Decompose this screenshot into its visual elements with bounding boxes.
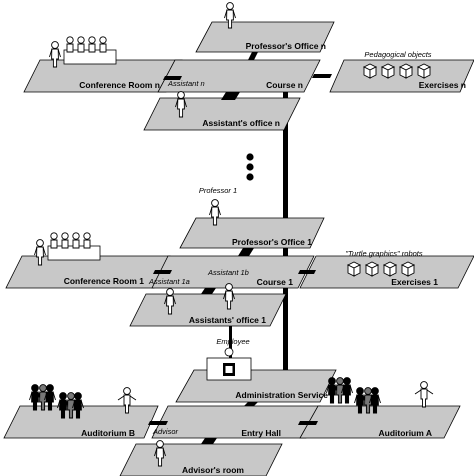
course-1-label: Course 1 (257, 277, 294, 287)
conference-room-n-label: Conference Room n (79, 80, 160, 90)
turtle-robot (401, 261, 415, 277)
professors-office-n: Professor's Office n (195, 2, 335, 53)
assistant-1b-label: Assistant 1b (207, 268, 249, 277)
exercises-1: Exercises 1 "Turtle graphics" robots (299, 249, 474, 289)
assistant-n-label: Assistant n (167, 79, 205, 88)
turtle-robot (365, 261, 379, 277)
administration-service: Administration Service Employee (175, 337, 337, 403)
exercises-n-label: Exercises n (419, 80, 466, 90)
turtle-robots-label: "Turtle graphics" robots (345, 249, 423, 258)
pedagogical-object (363, 63, 377, 79)
professors-office-1: Professor's Office 1 Professor 1 (179, 186, 325, 249)
conference-room-1: Conference Room 1 (5, 232, 171, 289)
administration-service-label: Administration Service (235, 390, 328, 400)
pedagogical-object (381, 63, 395, 79)
pedagogical-objects-label: Pedagogical objects (364, 50, 431, 59)
entry-hall-label: Entry Hall (241, 428, 281, 438)
professors-office-1-label: Professor's Office 1 (232, 237, 312, 247)
ellipsis-dots (246, 153, 254, 181)
conference-room-n: Conference Room n (23, 36, 183, 93)
connectors-top (163, 52, 332, 100)
assistants-office-1-label: Assistants' office 1 (189, 315, 266, 325)
assistants-office-n-label: Assistant's office n (202, 118, 280, 128)
auditorium-b-label: Auditorium B (81, 428, 135, 438)
advisor-label: Advisor (152, 427, 179, 436)
connectors-middle (153, 248, 316, 294)
advisors-room-label: Advisor's room (182, 465, 244, 475)
exercises-n: Exercises n Pedagogical objects (329, 50, 474, 93)
conference-room-1-label: Conference Room 1 (64, 276, 145, 286)
conference-table-n (49, 36, 117, 68)
assistants-office-1: Assistants' office 1 Assistant 1a (129, 277, 287, 327)
auditorium-a: Auditorium A (299, 377, 461, 439)
connectors-bottom (148, 402, 318, 444)
course-n-label: Course n (266, 80, 303, 90)
turtle-robot (383, 261, 397, 277)
course-n: Course n (157, 59, 321, 93)
administration-desk (206, 347, 252, 381)
exercises-1-label: Exercises 1 (391, 277, 438, 287)
professors-office-n-label: Professor's Office n (246, 41, 326, 51)
advisors-room: Advisor's room Advisor (119, 427, 283, 476)
course-1: Course 1 Assistant 1b (151, 255, 315, 289)
auditorium-a-label: Auditorium A (378, 428, 432, 438)
professor-1-label: Professor 1 (199, 186, 237, 195)
turtle-robot (347, 261, 361, 277)
employee-label: Employee (216, 337, 249, 346)
auditorium-b: Auditorium B (3, 384, 159, 439)
conference-table-1 (34, 232, 101, 266)
pedagogical-object (417, 63, 431, 79)
pedagogical-object (399, 63, 413, 79)
assistants-office-n: Assistant's office n Assistant n (143, 79, 301, 131)
assistant-1a-label: Assistant 1a (148, 277, 190, 286)
lecturer-figure (414, 381, 434, 408)
